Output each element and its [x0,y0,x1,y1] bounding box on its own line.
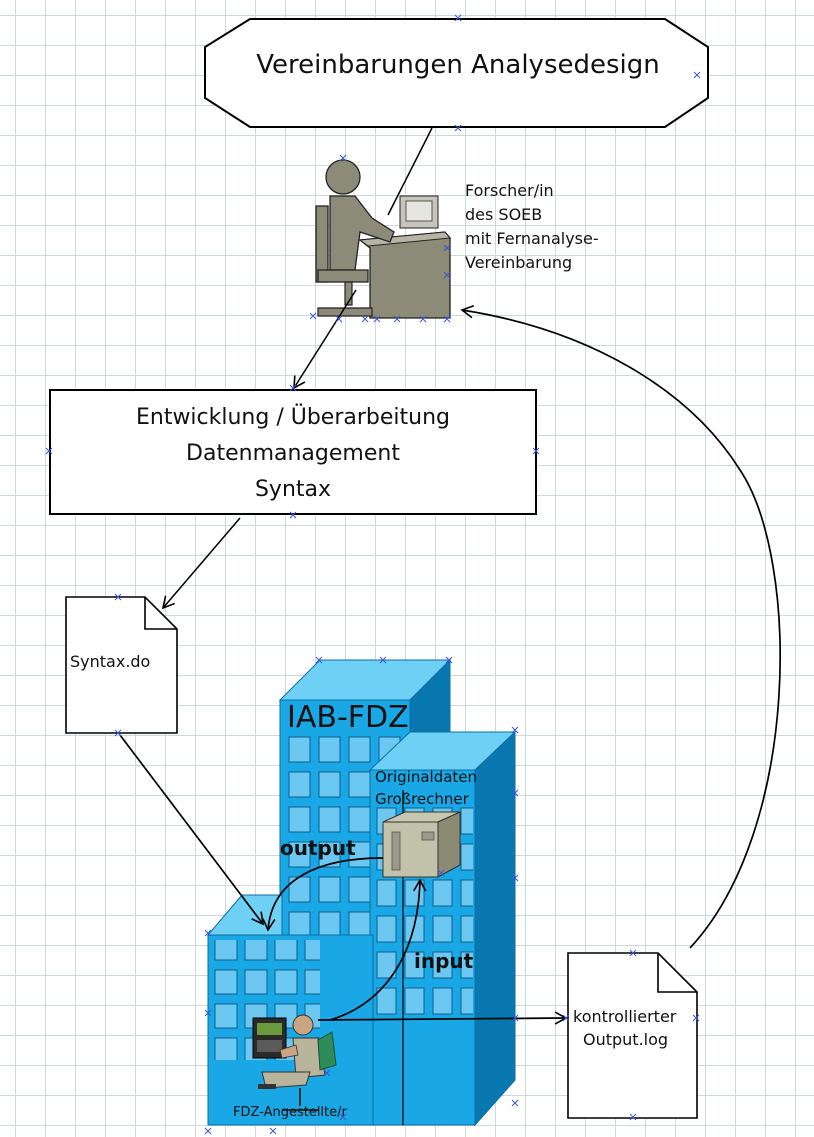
employee-icon [252,1014,337,1111]
terminator-title: Vereinbarungen Analysedesign [256,50,660,80]
input-label: input [414,949,474,973]
terminator-connector [387,127,433,216]
building-title: IAB-FDZ [287,700,409,735]
researcher-label: Forscher/in des SOEB mit Fernanalyse- Ve… [465,181,604,272]
arrow-syntax-to-employee [119,734,265,926]
output-document-line-2: Output.log [583,1030,668,1049]
agreement-terminator: Vereinbarungen Analysedesign [204,18,709,128]
employee-label: FDZ-Angestellte/r [233,1105,348,1120]
connection-markers [45,14,701,1135]
process-line-1: Entwicklung / Überarbeitung [136,404,450,430]
arrow-output [262,857,384,932]
arrow-input [329,878,427,1021]
server-label: Originaldaten Großrechner [375,768,482,808]
syntax-document-label: Syntax.do [70,652,150,671]
output-document-line-1: kontrollierter [573,1007,677,1026]
output-document-icon: kontrollierter Output.log [567,952,698,1119]
process-line-2: Datenmanagement [186,441,400,466]
arrow-researcher-to-process [293,289,357,390]
process-box: Entwicklung / Überarbeitung Datenmanagem… [49,389,537,515]
arrow-employee-to-output [317,1011,568,1025]
researcher-icon [315,159,451,319]
arrow-feedback-to-researcher [460,305,781,949]
syntax-document-icon: Syntax.do [65,596,178,734]
process-line-3: Syntax [255,477,331,502]
output-label: output [280,836,356,860]
arrow-process-to-syntax [161,517,241,610]
server-icon [382,811,461,878]
